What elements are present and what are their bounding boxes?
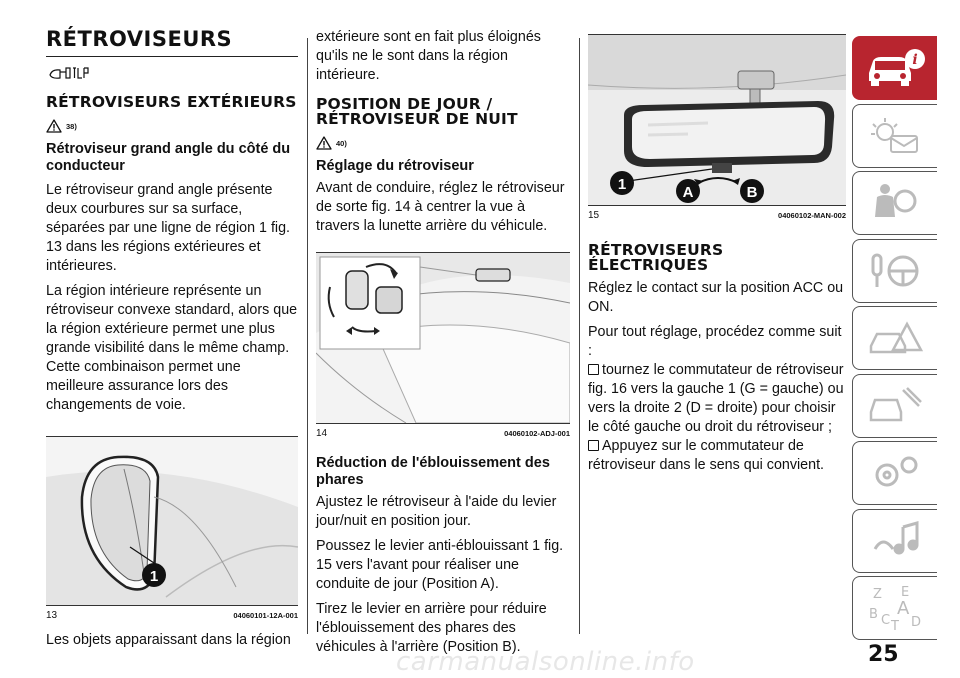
paragraph: Poussez le levier anti-éblouissant 1 fig…	[316, 538, 564, 592]
car-info-icon: i	[869, 49, 925, 86]
tab-technical[interactable]	[852, 441, 937, 505]
figure-number: 14	[316, 428, 328, 439]
figure-reference: 04060102-MAN-002	[778, 211, 846, 220]
figure-13: 1	[46, 436, 299, 606]
gears-icon	[875, 456, 918, 487]
mirror-symbol-icon	[46, 65, 298, 86]
warning-reference: 40)	[316, 136, 570, 150]
figure-number: 13	[46, 610, 58, 621]
svg-text:A: A	[897, 598, 910, 619]
bullet-item: tournez le commutateur de rétroviseur fi…	[588, 361, 846, 437]
section-title-day-night: POSITION DE JOUR / RÉTROVISEUR DE NUIT	[316, 95, 518, 128]
multimedia-icon	[873, 520, 919, 554]
svg-text:E: E	[901, 585, 909, 600]
warning-triangle-icon	[316, 136, 332, 150]
side-mirror-illustration: 1	[46, 437, 299, 605]
tab-car-info[interactable]: i	[852, 36, 937, 100]
figure-reference: 04060101-12A-001	[233, 611, 298, 620]
paragraph: La région intérieure représente un rétro…	[46, 283, 298, 413]
column-1: RÉTROVISEURS RÉTROVISEURS EXTÉRIEURS 38)…	[46, 27, 299, 650]
subheading-glare: Réduction de l'éblouissement des phares	[316, 455, 550, 488]
seatbelt-airbag-icon	[875, 184, 917, 217]
figure-callout-b: B	[747, 184, 758, 201]
tab-index[interactable]: Z E B A C T D	[852, 576, 937, 640]
figure-callout-1: 1	[150, 568, 158, 585]
warning-triangle-icon	[46, 119, 62, 133]
title-underline	[46, 56, 298, 57]
page-title: RÉTROVISEURS	[46, 27, 233, 51]
svg-text:D: D	[911, 615, 921, 630]
figure-number: 15	[588, 210, 600, 221]
svg-text:T: T	[890, 619, 899, 632]
paragraph: Ajustez le rétroviseur à l'aide du levie…	[316, 494, 557, 529]
warning-ref-number: 40)	[336, 138, 347, 148]
watermark: carmanualsonline.info	[396, 647, 695, 677]
bullet-item: Appuyez sur le commutateur de rétroviseu…	[588, 437, 846, 475]
warning-ref-number: 38)	[66, 121, 77, 131]
column-rule-1	[307, 38, 308, 634]
paragraph: Pour tout réglage, procédez comme suit :	[588, 324, 842, 359]
subheading-adjust: Réglage du rétroviseur	[316, 158, 474, 174]
checkbox-bullet-icon	[588, 440, 599, 451]
key-steering-wheel-icon	[871, 253, 919, 287]
tab-maintenance[interactable]	[852, 373, 937, 438]
figure-caption: 15 04060102-MAN-002	[588, 210, 846, 221]
figure-caption: 13 04060101-12A-001	[46, 610, 298, 621]
svg-text:C: C	[881, 613, 890, 628]
bullet-text: Appuyez sur le commutateur de rétroviseu…	[588, 438, 825, 473]
chapter-tabs: i	[852, 36, 937, 644]
tab-emergency[interactable]	[852, 306, 937, 370]
figure-callout-a: A	[683, 184, 694, 201]
column-2: extérieure sont en fait plus éloignés qu…	[315, 28, 571, 657]
rearview-adjust-illustration	[315, 253, 571, 424]
figure-reference: 04060102-ADJ-001	[504, 429, 570, 438]
subheading-wide-angle: Rétroviseur grand angle du côté du condu…	[46, 141, 291, 174]
rearview-day-night-illustration: 1 A B	[587, 35, 847, 205]
section-title-electric: RÉTROVISEURS ÉLECTRIQUES	[588, 241, 724, 274]
tab-safety[interactable]	[852, 171, 937, 235]
tab-starting[interactable]	[852, 238, 937, 303]
svg-text:Z: Z	[873, 587, 882, 602]
tab-dashboard-lights[interactable]	[852, 103, 937, 168]
page-number: 25	[868, 642, 899, 667]
car-maintenance-icon	[869, 386, 922, 421]
paragraph: Les objets apparaissant dans la région	[46, 632, 291, 648]
warning-triangle-icon	[869, 321, 924, 354]
svg-text:B: B	[869, 607, 878, 622]
figure-callout-1: 1	[618, 176, 626, 193]
paragraph: Réglez le contact sur la position ACC ou…	[588, 280, 844, 315]
figure-15: 1 A B	[587, 34, 847, 206]
column-rule-2	[579, 38, 580, 634]
paragraph: Avant de conduire, réglez le rétroviseur…	[316, 180, 565, 234]
svg-text:i: i	[912, 52, 917, 68]
checkbox-bullet-icon	[588, 364, 599, 375]
section-title-exterior: RÉTROVISEURS EXTÉRIEURS	[46, 93, 297, 111]
figure-14	[315, 252, 571, 424]
paragraph: Le rétroviseur grand angle présente deux…	[46, 182, 291, 274]
figure-caption: 14 04060102-ADJ-001	[316, 428, 570, 439]
warning-reference: 38)	[46, 119, 298, 133]
paragraph: Tirez le levier en arrière pour réduire …	[316, 601, 547, 655]
alphabetical-index-icon: Z E B A C T D	[869, 585, 921, 632]
tab-multimedia[interactable]	[852, 508, 937, 573]
bullet-text: tournez le commutateur de rétroviseur fi…	[588, 362, 844, 435]
dashboard-lights-icon	[871, 117, 918, 153]
paragraph: extérieure sont en fait plus éloignés qu…	[316, 29, 541, 83]
column-3: 1 A B 15 04060102-MAN-002 RÉTROVISEURS É…	[587, 34, 847, 475]
